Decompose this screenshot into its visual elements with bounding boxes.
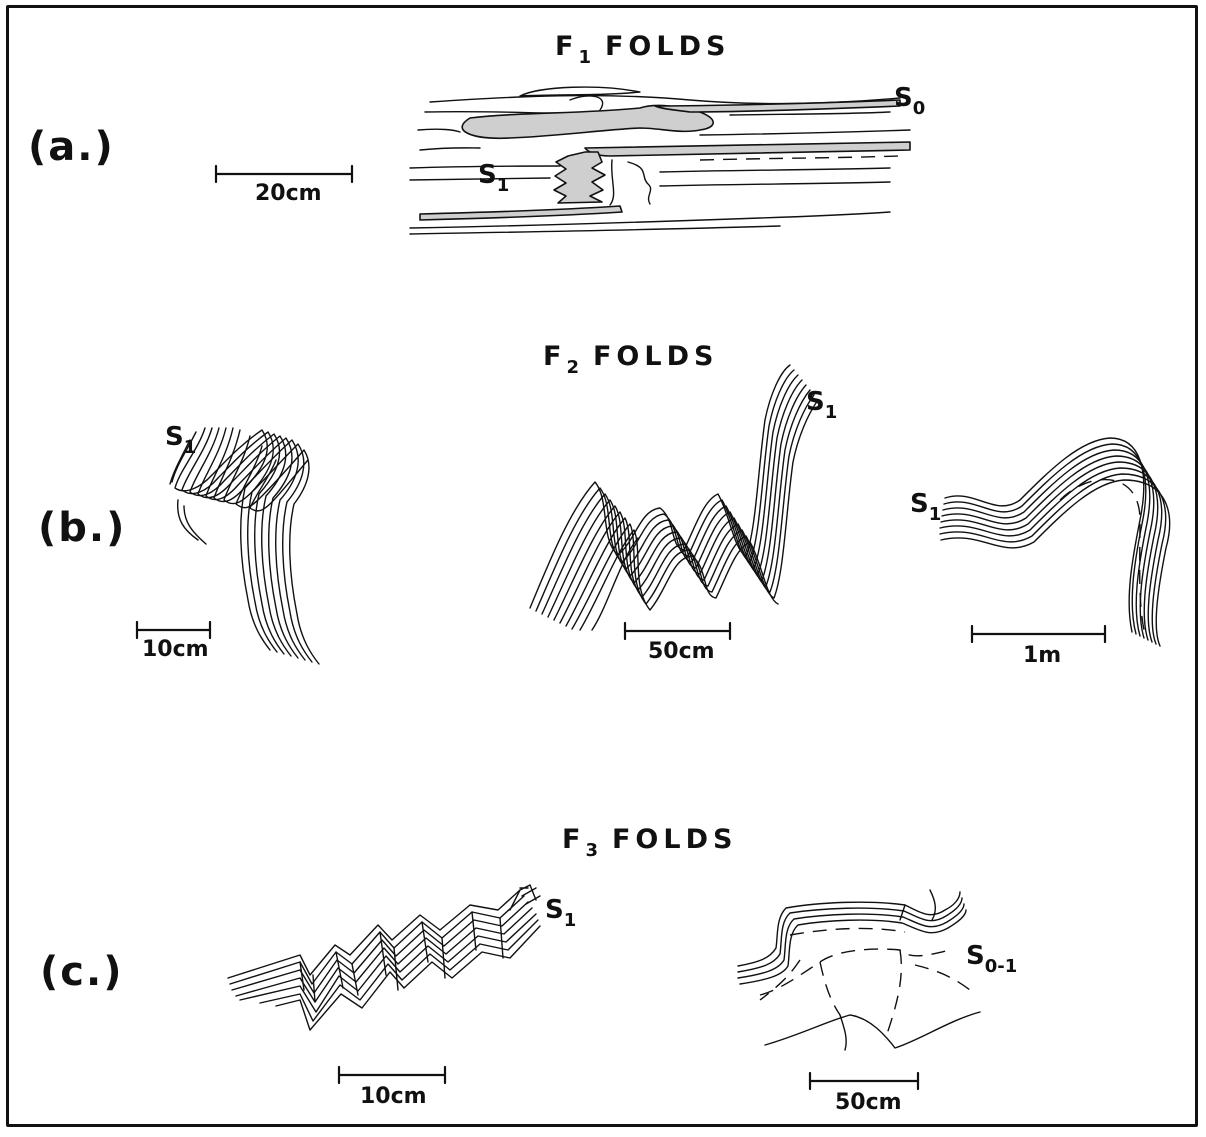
scale-bar-1m: 1m [972,626,1105,668]
label-s1-c: S1 [545,895,576,931]
scale-bar-10cm-b: 10cm [137,622,210,662]
f2-fold-left [170,428,319,664]
scale-label-10cm-c: 10cm [360,1084,427,1109]
label-s1-a: S1 [478,160,509,196]
label-s1-b-right: S1 [910,489,941,525]
panel-label-c: (c.) [40,949,123,995]
scale-bar-50cm-c: 50cm [810,1073,918,1115]
scale-label-50cm-c: 50cm [835,1090,902,1115]
f2-fold-middle [530,365,818,630]
scale-label-20cm: 20cm [255,181,322,206]
panel-label-a: (a.) [28,124,115,170]
scale-label-1m: 1m [1023,643,1061,668]
label-s1-b-left: S1 [165,422,196,458]
scale-label-50cm-b: 50cm [648,639,715,664]
f3-fold-left [228,885,540,1030]
scale-label-10cm-b: 10cm [142,637,209,662]
label-s0-1: S0-1 [966,941,1017,977]
f3-fold-right [738,890,980,1050]
scale-bar-50cm-b: 50cm [625,623,730,664]
scale-bar-10cm-c: 10cm [339,1067,445,1109]
f2-fold-right [940,438,1170,646]
scale-bar-20cm: 20cm [216,166,352,206]
label-s0: S0 [894,83,925,119]
label-s1-b-middle: S1 [806,387,837,423]
panel-label-b: (b.) [38,505,126,551]
